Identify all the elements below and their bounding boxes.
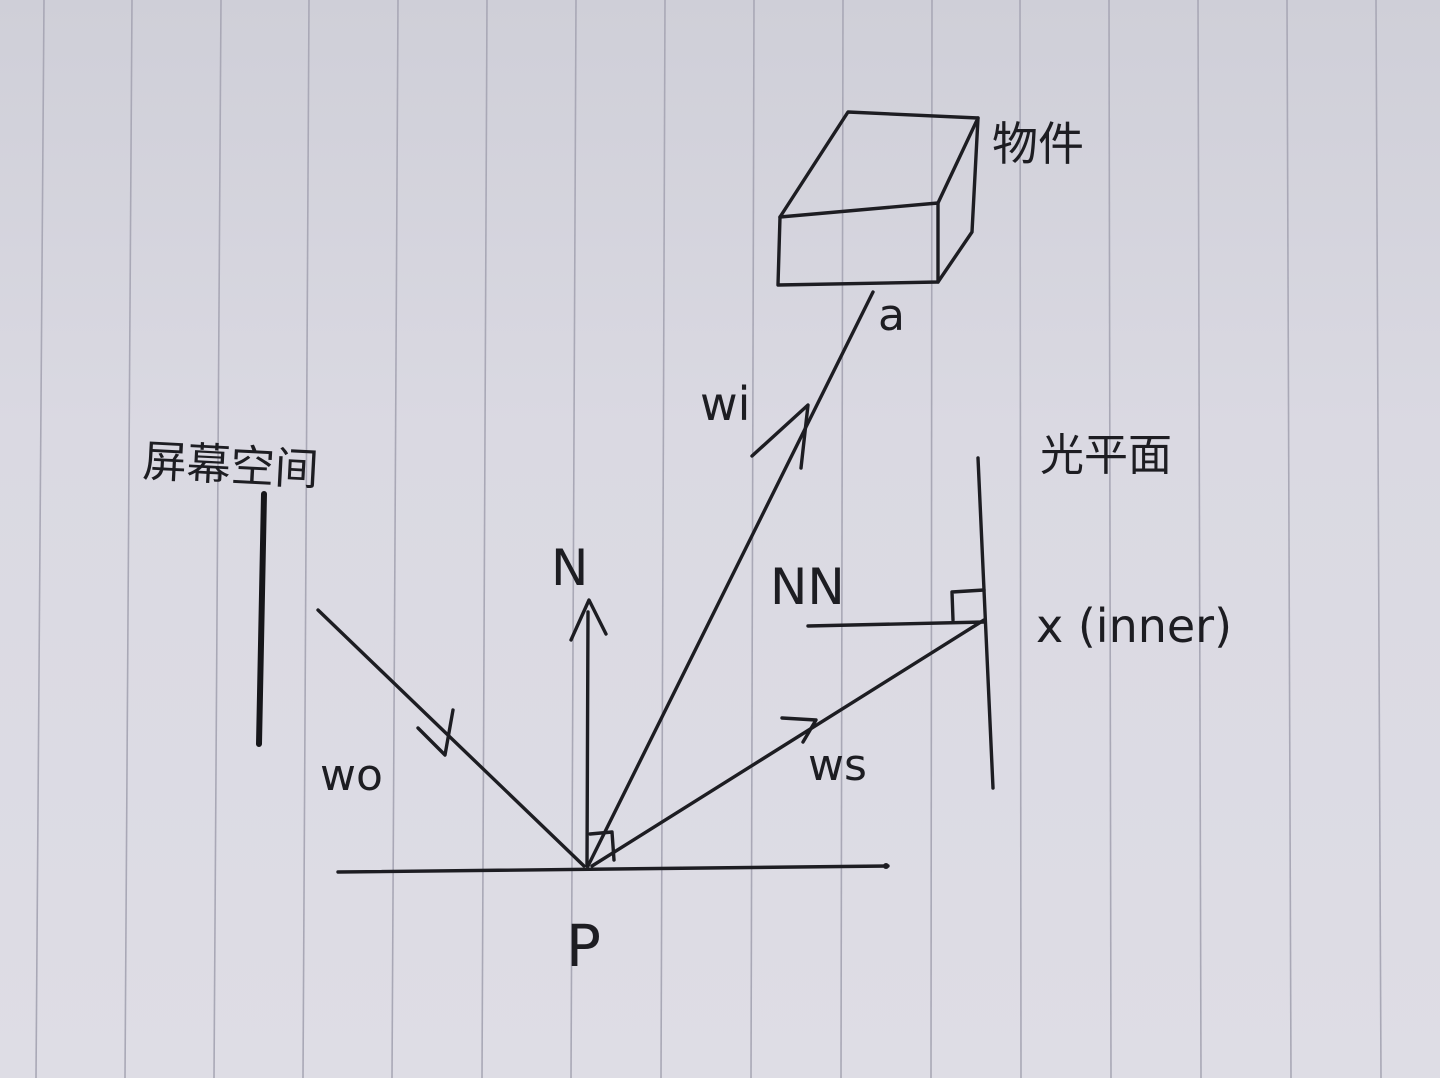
nn-normal-line bbox=[806, 620, 986, 628]
screen-space-plane bbox=[256, 491, 267, 747]
surface-end-dot bbox=[883, 863, 889, 869]
normal-label: N bbox=[551, 539, 588, 597]
screen-space-label: 屏幕空间 bbox=[141, 436, 319, 496]
ws-arrowhead bbox=[780, 716, 818, 744]
point-p-label: P bbox=[566, 912, 601, 980]
wi-label: wi bbox=[700, 377, 750, 431]
light-plane bbox=[976, 456, 995, 790]
wo-arrowhead bbox=[416, 708, 455, 757]
nn-label: NN bbox=[770, 558, 845, 616]
ws-ray bbox=[590, 618, 986, 868]
normal-arrowhead bbox=[569, 598, 608, 642]
wi-arrowhead bbox=[750, 403, 810, 470]
normal-vector bbox=[585, 610, 590, 868]
wo-label: wo bbox=[320, 750, 383, 801]
right-angle-marker-x bbox=[950, 588, 986, 622]
surface-line bbox=[336, 864, 890, 874]
point-a-label: a bbox=[878, 290, 905, 341]
wi-ray bbox=[586, 290, 875, 868]
wo-ray bbox=[316, 608, 586, 868]
light-plane-label: 光平面 bbox=[1040, 430, 1172, 481]
object-label: 物件 bbox=[992, 117, 1084, 171]
ws-label: ws bbox=[808, 740, 867, 791]
object-box bbox=[776, 110, 980, 287]
paper-rule-lines bbox=[35, 0, 1382, 1078]
x-inner-label: x (inner) bbox=[1036, 599, 1232, 653]
